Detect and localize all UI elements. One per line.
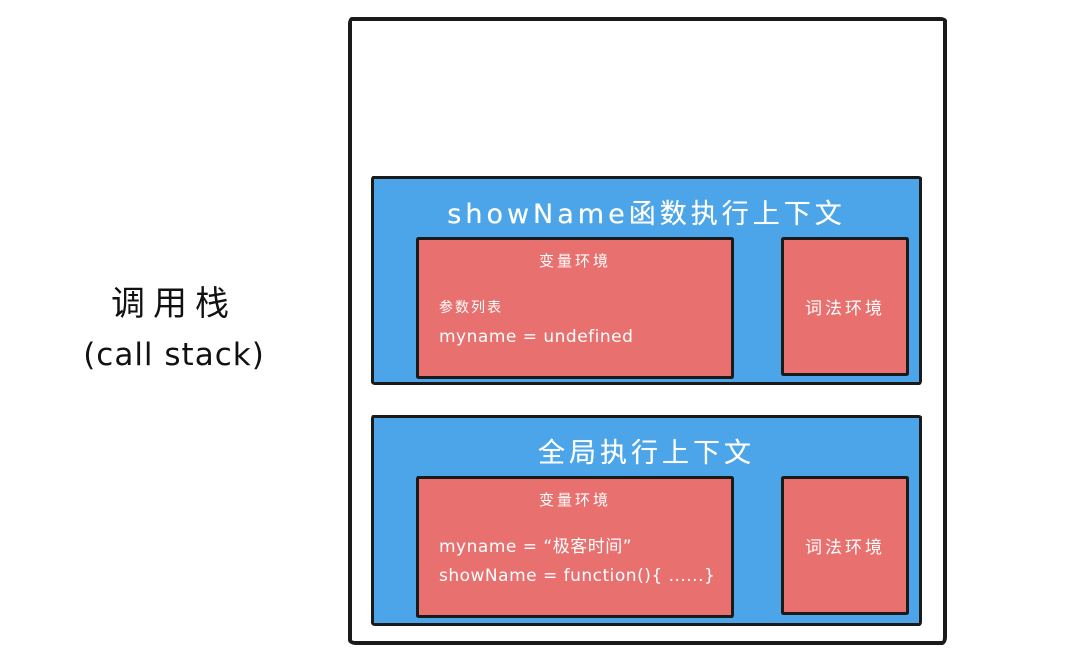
- variable-environment-title: 变量环境: [538, 252, 611, 270]
- execution-context-showname: showName函数执行上下文 变量环境 参数列表 myname = undef…: [371, 176, 922, 385]
- variable-declaration: myname = “极客时间”: [439, 537, 632, 557]
- variable-environment: 变量环境 myname = “极客时间” showName = function…: [416, 476, 734, 618]
- variable-environment-content: myname = “极客时间” showName = function(){ .…: [419, 533, 731, 615]
- lexical-environment: 词法环境: [781, 237, 909, 376]
- parameter-list-label: 参数列表: [439, 300, 503, 316]
- execution-context-title: 全局执行上下文: [538, 438, 755, 469]
- variable-environment: 变量环境 参数列表 myname = undefined: [416, 237, 734, 379]
- call-stack-label-zh: 调用栈: [111, 284, 237, 324]
- function-declaration: showName = function(){ ......}: [439, 566, 716, 586]
- lexical-environment: 词法环境: [781, 476, 909, 615]
- call-stack-label: 调用栈 (call stack): [28, 276, 320, 373]
- variable-environment-content: 参数列表 myname = undefined: [419, 294, 731, 376]
- variable-environment-title: 变量环境: [538, 491, 611, 509]
- variable-declaration: myname = undefined: [439, 327, 634, 347]
- execution-context-title: showName函数执行上下文: [447, 199, 846, 230]
- execution-context-global: 全局执行上下文 变量环境 myname = “极客时间” showName = …: [371, 415, 922, 626]
- lexical-environment-title: 词法环境: [805, 538, 885, 558]
- call-stack-label-en: (call stack): [83, 337, 265, 373]
- call-stack-container: showName函数执行上下文 变量环境 参数列表 myname = undef…: [348, 17, 947, 645]
- lexical-environment-title: 词法环境: [805, 299, 885, 319]
